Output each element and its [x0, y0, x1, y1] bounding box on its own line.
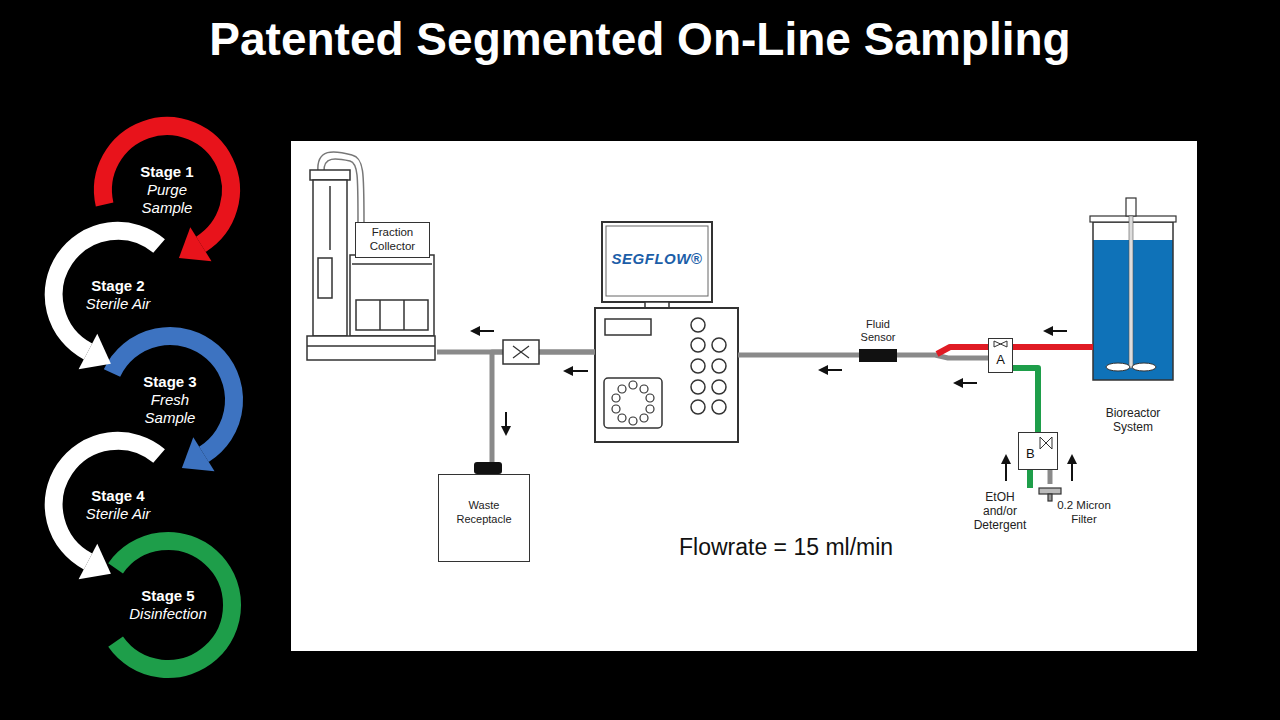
stage-cycle: Stage 5Disinfection [88, 525, 248, 685]
waste-receptacle-label: Waste Receptacle [439, 499, 529, 527]
stage-text-group: Stage 1Purge Sample [87, 110, 247, 270]
valve-box: B [1018, 432, 1058, 470]
diagram-panel [291, 141, 1197, 651]
stage-number: Stage 3 [143, 373, 196, 392]
slide-title: Patented Segmented On-Line Sampling [0, 12, 1280, 66]
stage-text-group: Stage 3Fresh Sample [90, 320, 250, 480]
waste-cap [474, 462, 502, 474]
flowrate-label: Flowrate = 15 ml/min [679, 534, 893, 562]
sample-tube [1013, 344, 1093, 350]
sample-tube [897, 355, 988, 358]
bioreactor: Bioreactor System [1093, 198, 1173, 434]
fluid-sensor: Fluid Sensor [859, 318, 897, 362]
cycle-arrowhead [79, 544, 111, 579]
stage-name: Fresh Sample [133, 391, 207, 427]
bioreactor-drawing [1090, 198, 1176, 380]
cycle-arrowhead [179, 227, 212, 261]
fraction-collector-label: Fraction Collector [355, 222, 430, 258]
stage-text-group: Stage 4Sterile Air [38, 425, 198, 585]
stage-cycle: Stage 3Fresh Sample [90, 320, 250, 480]
stage-number: Stage 2 [91, 277, 144, 296]
cleaning-tube [1013, 368, 1038, 432]
waste-receptacle: Waste Receptacle [438, 474, 530, 562]
stage-text-group: Stage 5Disinfection [88, 525, 248, 685]
segflow-instrument-drawing [595, 222, 738, 442]
filter: 0.2 Micron Filter [1036, 484, 1122, 530]
segflow-instrument: SEGFLOW® [595, 222, 738, 442]
stage-number: Stage 4 [91, 487, 144, 506]
sample-tube-branch [937, 347, 988, 354]
stage-cycle: Stage 4Sterile Air [38, 425, 198, 585]
sensor-body [859, 349, 897, 362]
inlet-label: EtOH and/or Detergent [968, 491, 1032, 532]
stage-cycle: Stage 1Purge Sample [87, 110, 247, 270]
fraction-collector-drawing [307, 152, 435, 360]
air-tube [1048, 470, 1053, 484]
stage-number: Stage 1 [140, 163, 193, 182]
valve-symbol [994, 341, 1007, 347]
filter-label: 0.2 Micron Filter [1052, 499, 1116, 527]
waste-tube [492, 352, 595, 474]
cycle-arrowhead [79, 334, 111, 369]
stage-name: Sterile Air [86, 295, 150, 313]
bioreactor-label: Bioreactor System [1093, 406, 1173, 435]
flow-arrows [472, 331, 1072, 481]
inlet-tube [1027, 470, 1033, 488]
stage-number: Stage 5 [141, 587, 194, 606]
fraction-collector: Fraction Collector [305, 152, 437, 360]
valve-box-label: B [1026, 447, 1035, 460]
stage-name: Sterile Air [86, 505, 150, 523]
valve-box-label: A [989, 353, 1012, 366]
stage-name: Purge Sample [130, 181, 204, 217]
stage-text-group: Stage 2Sterile Air [38, 215, 198, 375]
stage-name: Disinfection [129, 605, 207, 623]
cycle-arrowhead [182, 437, 215, 471]
cycle-arrow [88, 525, 248, 685]
stage-cycle: Stage 2Sterile Air [38, 215, 198, 375]
cycle-arrow [38, 215, 198, 375]
valve-symbol [1040, 437, 1052, 449]
valve-box: A [988, 338, 1013, 373]
sample-tube [738, 353, 859, 358]
splitter-valve [503, 340, 539, 364]
fluid-sensor-label: Fluid Sensor [859, 318, 897, 344]
cycle-arc [116, 541, 232, 669]
segflow-instrument-label: SEGFLOW® [606, 250, 708, 267]
cycle-arrow [38, 425, 198, 585]
